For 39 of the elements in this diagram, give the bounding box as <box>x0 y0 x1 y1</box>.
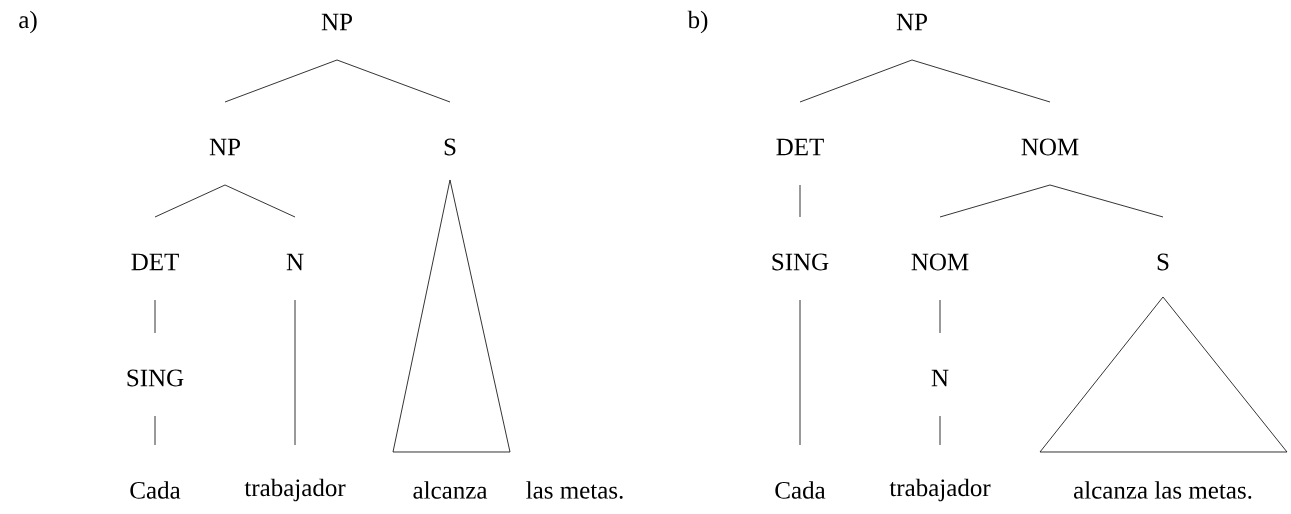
tree-branch <box>799 59 913 103</box>
tree-label: NP <box>321 13 352 31</box>
tree-branch <box>224 184 296 218</box>
tree-branch <box>939 184 1051 218</box>
tree-branch <box>1049 184 1164 218</box>
tree-branch <box>911 59 1051 103</box>
tree-label: NOM <box>1021 138 1079 156</box>
tree-label: N <box>286 253 304 271</box>
tree-label: N <box>931 369 949 387</box>
tree-label: NOM <box>911 253 969 271</box>
tree-branch <box>799 184 801 218</box>
tree-branch <box>336 59 451 103</box>
tree-label: SING <box>127 369 184 387</box>
tree-branch <box>154 415 156 446</box>
tree-label: Cada <box>775 481 826 499</box>
triangle <box>1039 296 1288 453</box>
tree-label: trabajador <box>244 478 346 502</box>
tree-label: Cada <box>130 481 181 499</box>
tree-branch <box>939 415 941 446</box>
tree-branch <box>154 299 156 334</box>
tree-branch <box>224 59 338 103</box>
panel-label: a) <box>19 10 37 34</box>
tree-branch <box>294 299 296 446</box>
tree-label: DET <box>776 138 824 156</box>
tree-label: trabajador <box>889 478 991 502</box>
tree-label: alcanza las metas. <box>1074 481 1252 499</box>
tree-label: alcanza <box>413 481 488 499</box>
tree-branch <box>799 299 801 446</box>
tree-label: S <box>1157 253 1169 271</box>
tree-label: DET <box>131 253 179 271</box>
tree-label: NP <box>209 138 240 156</box>
tree-branch <box>939 299 941 334</box>
tree-branch <box>154 184 226 218</box>
panel-label: b) <box>687 10 708 34</box>
tree-label: las metas. <box>526 481 623 499</box>
tree-label: NP <box>896 13 927 31</box>
triangle <box>392 179 511 453</box>
tree-label: S <box>444 138 456 156</box>
tree-label: SING <box>772 253 829 271</box>
